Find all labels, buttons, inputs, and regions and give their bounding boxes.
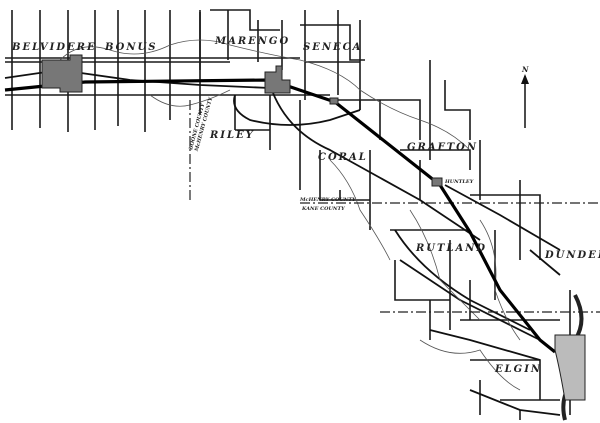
label-riley: RILEY	[209, 130, 255, 141]
label-rutland: RUTLAND	[415, 243, 487, 254]
label-bonus: BONUS	[104, 42, 157, 53]
belvidere-city	[41, 54, 83, 93]
label-belvidere: BELVIDERE	[11, 42, 97, 53]
label-marengo: MARENGO	[214, 36, 290, 47]
elgin-city	[554, 334, 586, 401]
north-arrow-icon: N	[521, 65, 529, 128]
label-grafton: GRAFTON	[407, 142, 478, 153]
mchenry-county-label: McHENRY COUNTY	[299, 197, 356, 203]
boone-mchenry-label: BOONE COUNTY McHENRY COUNTY	[188, 96, 214, 153]
section-grid	[5, 9, 571, 420]
streams	[59, 39, 521, 391]
railroad	[4, 78, 556, 354]
label-seneca: SENECA	[303, 42, 362, 53]
union-village	[329, 97, 339, 105]
label-coral: CORAL	[318, 152, 368, 163]
marengo-city	[264, 65, 291, 94]
town-areas	[41, 54, 586, 401]
kane-county-label: KANE COUNTY	[301, 206, 345, 212]
huntley-village	[431, 177, 443, 187]
label-elgin: ELGIN	[494, 364, 542, 375]
label-huntley: HUNTLEY	[444, 179, 474, 185]
north-label: N	[521, 65, 529, 74]
